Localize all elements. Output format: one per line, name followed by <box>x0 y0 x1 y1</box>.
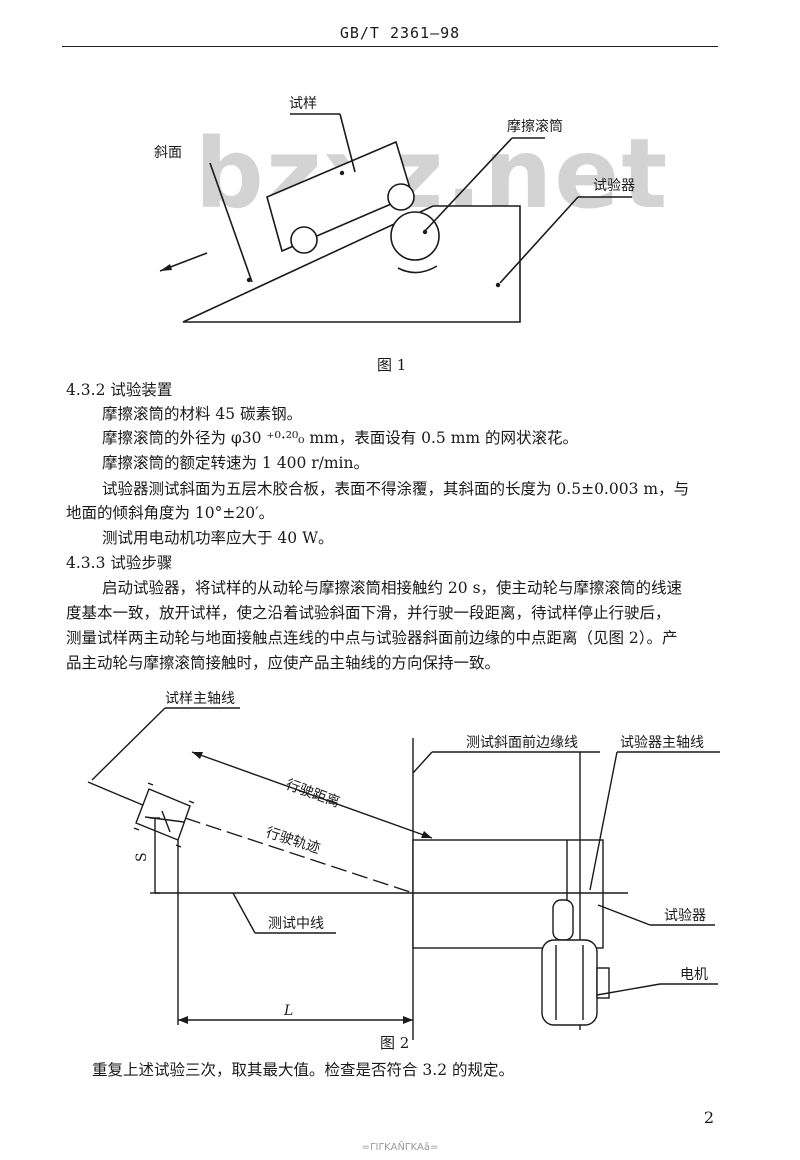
rotation-arc <box>397 265 438 274</box>
conclusion-text: 重复上述试验三次，取其最大值。检查是否符合 3.2 的规定。 <box>92 1061 515 1079</box>
travel-distance-line <box>191 751 433 839</box>
section-433-line: 品主动轮与摩擦滚筒接触时，应使产品主轴线的方向保持一致。 <box>66 654 501 672</box>
standard-number: GB/T 2361—98 <box>339 24 461 42</box>
leader-roller-2 <box>423 137 513 233</box>
figure-2: 试样主轴线 测试斜面前边缘线 试验器主轴线 行驶距离 行驶轨迹 S 测试中线 试… <box>87 691 720 1040</box>
section-432-heading: 4.3.2 试验装置 <box>66 381 173 399</box>
section-433-line: 测量试样两主动轮与地面接触点连线的中点与试验器斜面前边缘的中点距离（见图 2）。… <box>66 629 678 647</box>
section-432-line: 试验器测试斜面为五层木胶合板，表面不得涂覆，其斜面的长度为 0.5±0.003 … <box>102 480 690 498</box>
label-slope: 斜面 <box>154 145 182 161</box>
specimen-axis-line <box>87 781 146 807</box>
figure-1: 试样 摩擦滚筒 斜面 试验器 <box>154 96 635 323</box>
tester-body <box>182 205 521 323</box>
tester-rect <box>412 839 604 949</box>
motor-coupling <box>552 899 574 941</box>
section-432-line: 摩擦滚筒的额定转速为 1 400 r/min。 <box>102 454 369 472</box>
motor-body <box>541 939 598 1026</box>
label-travel-distance: 行驶距离 <box>284 776 342 811</box>
label-specimen: 试样 <box>289 96 317 112</box>
slope-edge-leader-2 <box>412 751 433 774</box>
section-432-line: 测试用电动机功率应大于 40 W。 <box>102 529 334 547</box>
leader-tester-2 <box>499 196 579 284</box>
section-432-line: 摩擦滚筒的材料 45 碳素钢。 <box>102 405 303 423</box>
leader-slope <box>209 162 253 283</box>
label-specimen-axis: 试样主轴线 <box>165 691 235 707</box>
section-432-line: 地面的倾斜角度为 10°±20′。 <box>66 504 275 522</box>
section-432-line: 摩擦滚筒的外径为 φ30 ⁺⁰·²⁰₀ mm，表面设有 0.5 mm 的网状滚花… <box>102 429 579 447</box>
footer-mark: =ΓΙΓΚΑÑΓΚΑâ= <box>361 1142 439 1153</box>
travel-track-line <box>184 817 414 894</box>
page-number: 2 <box>703 1108 714 1127</box>
label-roller: 摩擦滚筒 <box>507 118 563 135</box>
section-433-line: 启动试验器，将试样的从动轮与摩擦滚筒相接触约 20 s，使主动轮与摩擦滚筒的线速 <box>102 579 683 597</box>
label-L: L <box>283 1003 293 1019</box>
center-line-leader <box>232 892 256 934</box>
specimen-axis-leader-2 <box>91 707 166 781</box>
label-motor: 电机 <box>680 967 708 983</box>
section-433-line: 度基本一致，放开试样，使之沿着试验斜面下滑，并行驶一段距离，待试样停止行驶后， <box>66 604 671 622</box>
leader-specimen-2 <box>339 113 356 173</box>
label-travel-track: 行驶轨迹 <box>264 825 322 858</box>
specimen-rear-wheel <box>290 226 318 254</box>
label-tester: 试验器 <box>593 178 635 194</box>
label-tester-axis: 试验器主轴线 <box>620 735 704 751</box>
figure-2-caption: 图 2 <box>380 1034 410 1052</box>
label-s: S <box>134 852 150 862</box>
figure-1-caption: 图 1 <box>377 356 407 374</box>
section-433-heading: 4.3.3 试验步骤 <box>66 554 173 572</box>
label-tester: 试验器 <box>664 908 706 924</box>
header-rule <box>62 46 718 47</box>
friction-roller <box>390 211 440 261</box>
label-slope-edge: 测试斜面前边缘线 <box>466 734 578 751</box>
label-center-line: 测试中线 <box>268 916 324 932</box>
specimen-front-wheel <box>387 183 415 211</box>
tester-axis-leader-2 <box>589 751 618 891</box>
